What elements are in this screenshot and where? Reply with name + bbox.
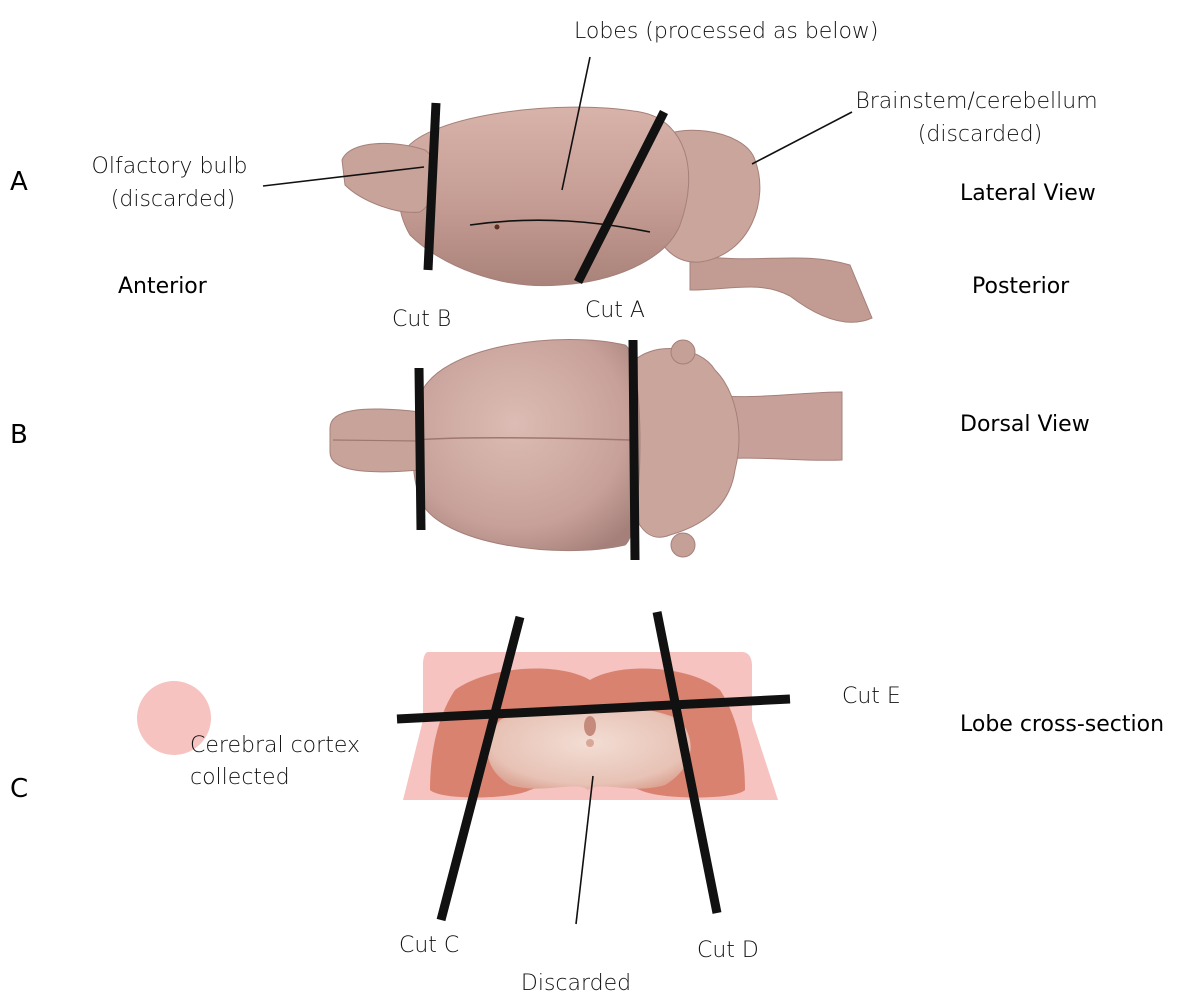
olfactory-label-line1: Olfactory bulb	[92, 154, 248, 179]
cut-c-label: Cut C	[399, 933, 459, 958]
cut-d-label: Cut D	[697, 938, 759, 963]
dorsal-view-label: Dorsal View	[960, 412, 1090, 437]
brainstem-label-line2: (discarded)	[918, 122, 1042, 147]
cut-a-line-dorsal	[633, 340, 635, 560]
cortex-label-line1: Cerebral cortex	[190, 733, 360, 758]
discarded-label: Discarded	[521, 971, 631, 996]
brainstem-leader-line	[752, 112, 852, 164]
cross-section-image	[403, 652, 778, 800]
anterior-label: Anterior	[118, 274, 208, 299]
brainstem-label-line1: Brainstem/cerebellum	[855, 89, 1097, 114]
cross-section-label: Lobe cross-section	[960, 712, 1164, 737]
cut-b-line-dorsal	[419, 368, 421, 530]
cut-b-label: Cut B	[392, 307, 451, 332]
panel-label-a: A	[10, 167, 28, 197]
panel-label-c: C	[10, 774, 28, 804]
olfactory-label-line2: (discarded)	[111, 187, 235, 212]
dorsal-brain-image	[330, 339, 842, 557]
lobes-label: Lobes (processed as below)	[574, 19, 879, 44]
lateral-view-label: Lateral View	[960, 181, 1096, 206]
olfactory-label: Olfactory bulb (discarded)	[92, 154, 255, 212]
posterior-label: Posterior	[972, 274, 1070, 299]
lateral-brain-image	[342, 107, 872, 322]
cortex-label-line2: collected	[190, 765, 290, 790]
cut-a-label: Cut A	[585, 298, 645, 323]
cut-e-label: Cut E	[842, 684, 901, 709]
cortex-collected-label: Cerebral cortex collected	[190, 733, 367, 790]
panel-label-b: B	[10, 420, 28, 450]
brainstem-label: Brainstem/cerebellum (discarded)	[855, 89, 1104, 147]
